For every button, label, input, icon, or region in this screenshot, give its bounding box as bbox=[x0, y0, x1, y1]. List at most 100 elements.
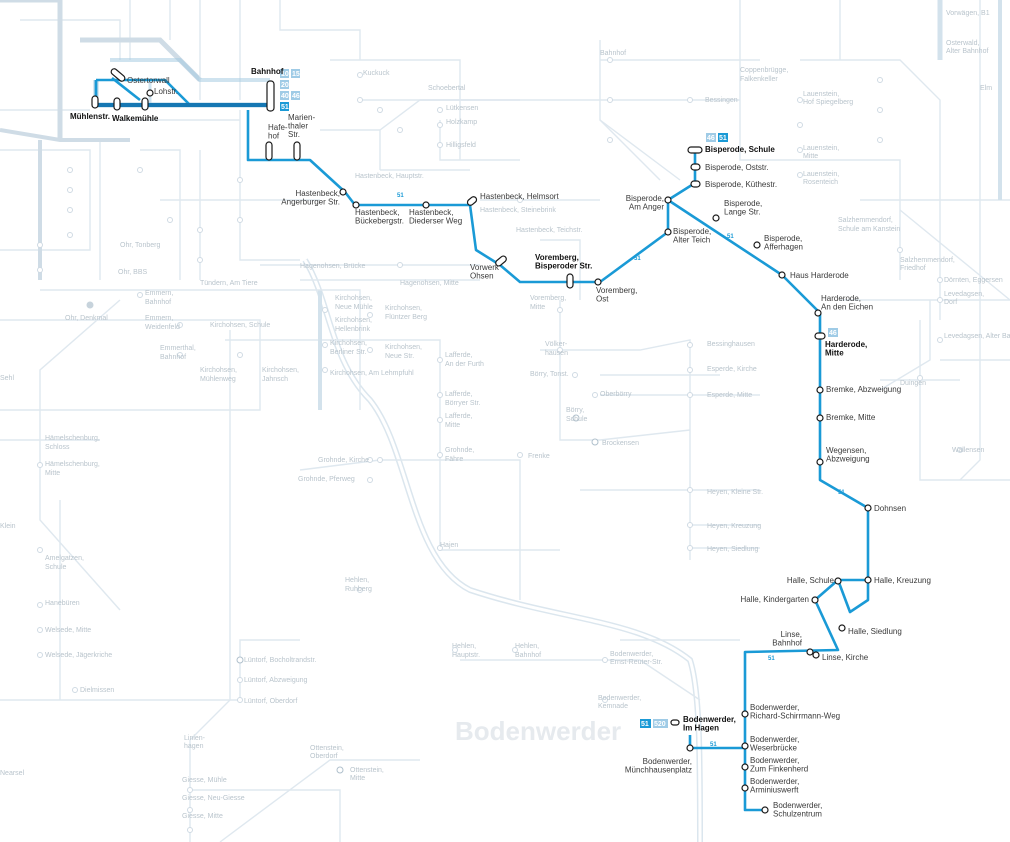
station-label-halle_siedlung: Halle, Siedlung bbox=[848, 627, 902, 636]
svg-text:Schule: Schule bbox=[566, 416, 588, 423]
svg-text:Oberbörry: Oberbörry bbox=[600, 391, 632, 398]
station-label-dieckerser: Hastenbeck,Diederser Weg bbox=[409, 208, 462, 226]
svg-text:Flüntzer Berg: Flüntzer Berg bbox=[385, 314, 427, 321]
svg-text:Bodenwerder,: Bodenwerder, bbox=[610, 651, 653, 658]
svg-text:Heyen, Siedlung: Heyen, Siedlung bbox=[707, 546, 758, 553]
svg-text:Osterwald,: Osterwald, bbox=[946, 40, 980, 47]
stop-helmsort bbox=[466, 196, 478, 206]
svg-text:Hastenbeck, Hauptstr.: Hastenbeck, Hauptstr. bbox=[355, 173, 424, 180]
station-label-halle_kreuzung: Halle, Kreuzung bbox=[874, 576, 931, 585]
svg-text:Esperde, Mitte: Esperde, Mitte bbox=[707, 392, 752, 399]
stop-linse-bahnhof bbox=[806, 648, 814, 656]
station-label-oststr: Bisperode, Oststr. bbox=[705, 163, 769, 172]
svg-text:520: 520 bbox=[654, 721, 666, 728]
stop-diederser bbox=[422, 201, 430, 209]
stop-afferhagen bbox=[753, 241, 761, 249]
svg-text:Kirchohsen,: Kirchohsen, bbox=[385, 344, 422, 351]
svg-text:Kemnade: Kemnade bbox=[598, 703, 628, 710]
stop-lohstr bbox=[146, 89, 154, 97]
svg-text:Coppenbrügge,: Coppenbrügge, bbox=[740, 67, 788, 74]
svg-text:Lauenstein,: Lauenstein, bbox=[803, 91, 839, 98]
stop-richard bbox=[741, 710, 749, 718]
svg-text:Kirchohsen,: Kirchohsen, bbox=[200, 367, 237, 374]
svg-text:Bahnhof: Bahnhof bbox=[600, 50, 626, 57]
station-label-lange_str: Bisperode,Lange Str. bbox=[724, 199, 762, 217]
station-label-voremberg_ost: Voremberg,Ost bbox=[596, 286, 637, 304]
stop-schule bbox=[687, 146, 703, 154]
stop-vorwerk bbox=[495, 255, 507, 267]
svg-text:Salzhemmendorf,: Salzhemmendorf, bbox=[838, 217, 893, 224]
station-label-afferhagen: Bisperode,Afferhagen bbox=[764, 234, 803, 252]
svg-text:Hehlen,: Hehlen, bbox=[515, 643, 539, 650]
svg-text:51: 51 bbox=[397, 193, 404, 199]
svg-text:15: 15 bbox=[292, 71, 300, 78]
svg-text:Grohnde, Pferweg: Grohnde, Pferweg bbox=[298, 476, 355, 483]
station-label-walkemuehle: Walkemühle bbox=[112, 114, 159, 123]
svg-text:Hellenbrink: Hellenbrink bbox=[335, 326, 371, 333]
stop-ostertorwall bbox=[110, 68, 126, 82]
station-label-schule_bisp: Bisperode, Schule bbox=[705, 145, 775, 154]
svg-text:Lüntorf, Oberdorf: Lüntorf, Oberdorf bbox=[244, 698, 297, 705]
svg-text:Mitte: Mitte bbox=[530, 304, 545, 311]
svg-text:Kirchohsen,: Kirchohsen, bbox=[385, 305, 422, 312]
stop-lange-str bbox=[712, 214, 720, 222]
svg-text:46: 46 bbox=[707, 135, 715, 142]
svg-text:Holzkamp: Holzkamp bbox=[446, 119, 477, 126]
svg-text:Neue Str.: Neue Str. bbox=[385, 353, 414, 360]
svg-text:Salzhemmendorf,: Salzhemmendorf, bbox=[900, 257, 955, 264]
stop-finkenherd bbox=[741, 763, 749, 771]
svg-text:Voremberg,: Voremberg, bbox=[530, 295, 566, 302]
svg-text:Lütkensen: Lütkensen bbox=[446, 105, 478, 112]
station-label-dohnsen: Dohnsen bbox=[874, 504, 906, 513]
svg-text:Welsede, Mitte: Welsede, Mitte bbox=[45, 627, 91, 634]
stop-voremberg bbox=[566, 273, 574, 289]
svg-text:Lüntorf, Bocholtrandstr.: Lüntorf, Bocholtrandstr. bbox=[244, 657, 316, 664]
station-label-harderode_mitte: Harderode,Mitte bbox=[825, 340, 867, 358]
svg-text:Kirchohsen, Schule: Kirchohsen, Schule bbox=[210, 322, 270, 329]
svg-text:Grohnde,: Grohnde, bbox=[445, 447, 474, 454]
svg-text:Kirchohsen,: Kirchohsen, bbox=[330, 340, 367, 347]
line-number-markers: 51 51 51 51 51 51 bbox=[397, 193, 845, 748]
svg-text:Friedhof: Friedhof bbox=[900, 265, 926, 272]
badges-harderode: 46 bbox=[828, 328, 838, 337]
svg-text:Lauenstein,: Lauenstein, bbox=[803, 171, 839, 178]
svg-text:Emmern,: Emmern, bbox=[145, 290, 173, 297]
svg-text:hausen: hausen bbox=[545, 350, 568, 357]
svg-text:Linien-: Linien- bbox=[184, 735, 206, 742]
background-stops bbox=[37, 57, 963, 833]
svg-text:51: 51 bbox=[281, 104, 289, 111]
station-label-muenchhausen: Bodenwerder,Münchhausenplatz bbox=[625, 757, 692, 775]
svg-text:Sehl: Sehl bbox=[0, 375, 14, 382]
svg-text:Schoebertal: Schoebertal bbox=[428, 85, 466, 92]
stop-schulzentrum bbox=[761, 806, 769, 814]
svg-text:Giesse, Neu-Giesse: Giesse, Neu-Giesse bbox=[182, 795, 245, 802]
svg-text:Hof Spiegelberg: Hof Spiegelberg bbox=[803, 99, 853, 106]
station-label-bahnhof: Bahnhof bbox=[251, 67, 284, 76]
stop-harderode-mitte bbox=[814, 332, 826, 340]
stop-bueckeberg bbox=[352, 201, 360, 209]
svg-text:Heyen, Kreuzung: Heyen, Kreuzung bbox=[707, 523, 761, 530]
svg-text:Rosenteich: Rosenteich bbox=[803, 179, 838, 186]
svg-text:Esperde, Kirche: Esperde, Kirche bbox=[707, 366, 757, 373]
station-label-weserbruecke: Bodenwerder,Weserbrücke bbox=[750, 735, 799, 753]
svg-text:Mitte: Mitte bbox=[803, 153, 818, 160]
svg-text:Ottenstein,: Ottenstein, bbox=[310, 745, 344, 752]
svg-text:Levedagsen, Alter Bahnhof: Levedagsen, Alter Bahnhof bbox=[944, 333, 1010, 340]
station-label-bremke_abzw: Bremke, Abzweigung bbox=[826, 385, 901, 394]
svg-text:Nearsel: Nearsel bbox=[0, 770, 25, 777]
svg-text:Emmern,: Emmern, bbox=[145, 315, 173, 322]
svg-text:Ruhberg: Ruhberg bbox=[345, 586, 372, 593]
svg-text:Levedagsen,: Levedagsen, bbox=[944, 291, 984, 298]
svg-text:Heyen, Kleine Str.: Heyen, Kleine Str. bbox=[707, 489, 763, 496]
stop-halle-kindergarten bbox=[811, 596, 819, 604]
svg-text:Lafferde,: Lafferde, bbox=[445, 391, 473, 398]
svg-text:Börry, Tonst.: Börry, Tonst. bbox=[530, 371, 569, 378]
svg-text:Hanebüren: Hanebüren bbox=[45, 600, 80, 607]
svg-text:Wallensen: Wallensen bbox=[952, 447, 985, 454]
svg-text:Hauptstr.: Hauptstr. bbox=[452, 652, 480, 659]
svg-text:10: 10 bbox=[281, 71, 289, 78]
stop-hafenhof bbox=[265, 141, 273, 161]
svg-text:Lüntorf, Abzweigung: Lüntorf, Abzweigung bbox=[244, 677, 308, 684]
svg-text:Bessinghausen: Bessinghausen bbox=[707, 341, 755, 348]
